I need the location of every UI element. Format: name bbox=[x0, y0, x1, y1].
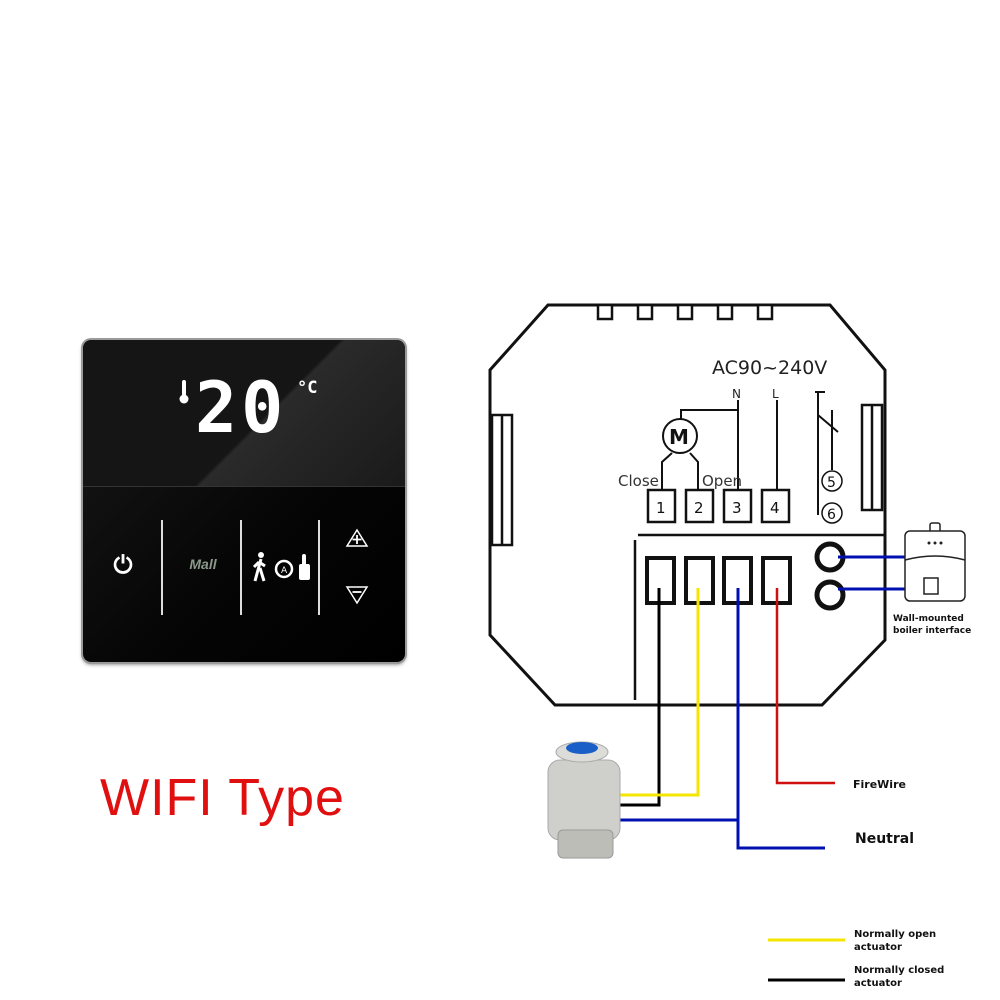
boiler-label-1: Wall-mounted bbox=[893, 614, 964, 624]
top-tabs bbox=[596, 303, 774, 321]
walk-auto-hand-icon: A bbox=[252, 552, 310, 582]
divider bbox=[240, 520, 242, 615]
auto-manual-button[interactable]: A bbox=[251, 550, 321, 589]
left-bracket bbox=[490, 413, 514, 547]
thermostat-panel: 20 °C ⏻ Mall A bbox=[83, 340, 405, 662]
lower-sockets bbox=[645, 556, 792, 605]
svg-text:A: A bbox=[281, 566, 288, 576]
yellow-wire bbox=[620, 588, 700, 797]
motor-label: M bbox=[669, 425, 689, 449]
up-button[interactable] bbox=[345, 528, 369, 553]
thermometer-icon bbox=[179, 380, 189, 404]
divider bbox=[161, 520, 163, 615]
mode-button[interactable]: Mall bbox=[189, 556, 217, 572]
boiler-label-2: boiler interface bbox=[893, 626, 971, 636]
l-label: L bbox=[772, 387, 779, 401]
down-button[interactable] bbox=[345, 585, 369, 610]
display-area bbox=[83, 340, 405, 487]
unit-label: °C bbox=[297, 378, 318, 398]
close-label: Close bbox=[618, 472, 659, 490]
legend-open-2: actuator bbox=[854, 942, 902, 953]
power-button[interactable]: ⏻ bbox=[113, 552, 133, 579]
boiler-socket-2 bbox=[814, 579, 846, 611]
terminal-4: 4 bbox=[770, 499, 780, 517]
legend-open-1: Normally open bbox=[854, 929, 936, 940]
relay-terminal-5: 5 bbox=[827, 475, 836, 491]
red-wire bbox=[775, 588, 835, 785]
motor-symbol bbox=[662, 418, 698, 454]
blue-wire bbox=[620, 588, 825, 850]
upper-terminals bbox=[646, 488, 791, 524]
terminal-3: 3 bbox=[732, 499, 742, 517]
product-type-title: WIFI Type bbox=[100, 769, 345, 827]
module-outline bbox=[488, 303, 887, 707]
divider bbox=[318, 520, 320, 615]
legend-closed-1: Normally closed bbox=[854, 965, 944, 976]
open-label: Open bbox=[702, 472, 742, 490]
boiler-wires bbox=[838, 555, 905, 591]
black-wire bbox=[620, 588, 661, 807]
triangle-plus-icon bbox=[345, 528, 369, 547]
n-label: N bbox=[732, 387, 741, 401]
terminal-1: 1 bbox=[656, 499, 666, 517]
terminal-2: 2 bbox=[694, 499, 704, 517]
triangle-minus-icon bbox=[345, 586, 369, 605]
actuator-icon bbox=[547, 741, 621, 859]
temperature-display: 20 bbox=[195, 367, 288, 449]
relay-terminal-6: 6 bbox=[827, 507, 836, 523]
legend-closed-2: actuator bbox=[854, 978, 902, 989]
voltage-label: AC90~240V bbox=[712, 357, 827, 379]
firewire-label: FireWire bbox=[853, 778, 906, 791]
neutral-label: Neutral bbox=[855, 831, 914, 847]
right-bracket bbox=[860, 403, 884, 512]
boiler-icon bbox=[904, 522, 966, 602]
